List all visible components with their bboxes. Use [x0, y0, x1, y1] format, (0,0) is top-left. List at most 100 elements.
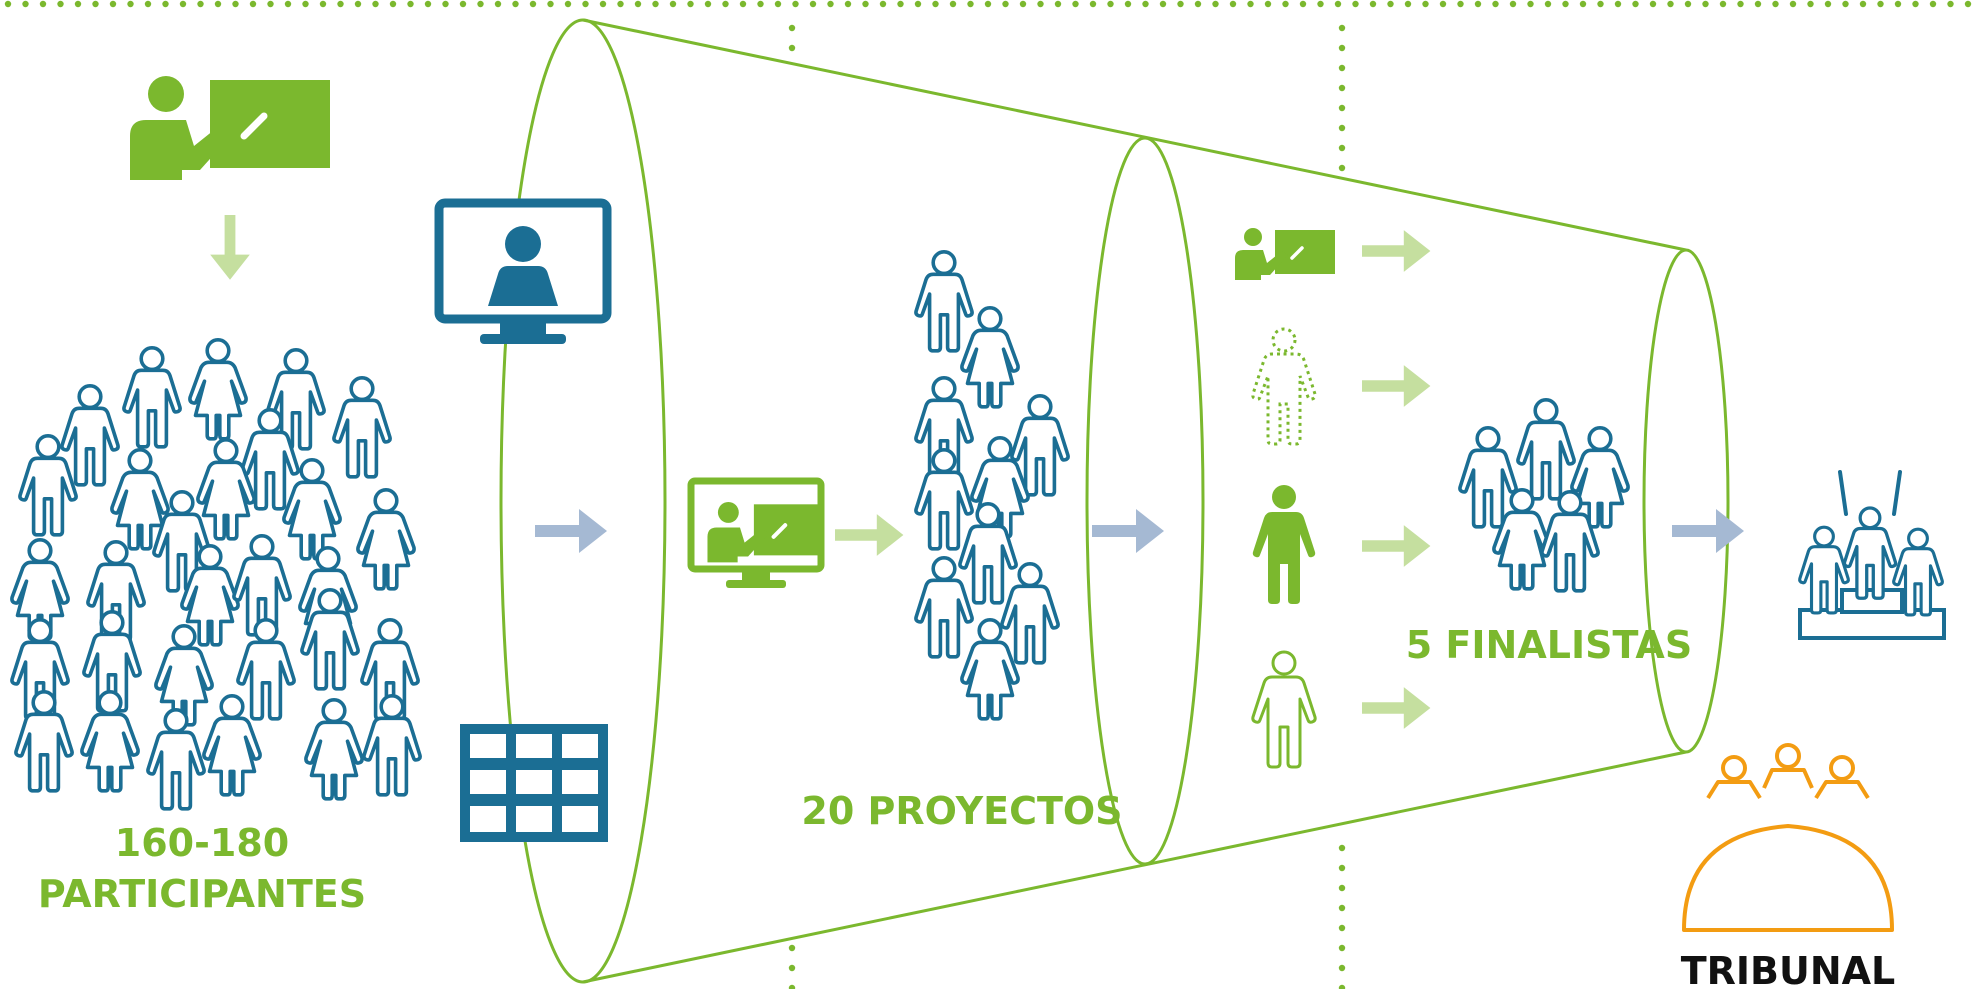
tribunal-jury-icon	[1682, 743, 1894, 932]
separator-dot	[1597, 0, 1604, 8]
separator-dot	[1492, 0, 1499, 8]
participant-icon	[356, 487, 416, 591]
separator-dot	[1859, 0, 1867, 8]
separator-dot	[1282, 0, 1289, 8]
separator-dot	[788, 24, 796, 32]
separator-dot	[1404, 0, 1412, 8]
project-team-icon	[914, 250, 974, 353]
separator-dot	[1338, 884, 1346, 892]
separator-dot	[827, 0, 834, 8]
separator-dot	[319, 0, 327, 8]
separator-dot	[1338, 24, 1346, 32]
separator-dot	[1649, 0, 1657, 8]
separator-dot	[984, 0, 992, 8]
separator-dot	[1632, 0, 1639, 8]
separator-dot	[1338, 164, 1346, 172]
teacher-at-board-icon	[130, 76, 330, 180]
separator-dot	[1338, 944, 1346, 952]
separator-dot	[1719, 0, 1727, 8]
separator-dot	[788, 44, 796, 52]
participants-crowd	[10, 337, 422, 811]
down-arrow-icon	[210, 215, 250, 280]
separator-dot	[1299, 0, 1307, 8]
separator-dot	[1877, 0, 1884, 8]
arrow-light-icon	[1362, 365, 1431, 407]
separator-dot	[1579, 0, 1587, 8]
funnel	[499, 18, 1730, 984]
separator-dot	[144, 0, 152, 8]
mentor-dotted-person-icon	[1251, 327, 1317, 446]
separator-dot	[337, 0, 344, 8]
separator-dot	[4, 0, 12, 8]
separator-dot	[1422, 0, 1429, 8]
separator-dot	[1002, 0, 1009, 8]
separator-dot	[494, 0, 502, 8]
separator-dot	[1089, 0, 1097, 8]
separator-dot	[1334, 0, 1342, 8]
separator-dot	[897, 0, 904, 8]
separator-dot	[197, 0, 204, 8]
separator-dot	[1754, 0, 1762, 8]
separator-dot	[1212, 0, 1219, 8]
separator-dot	[1338, 984, 1346, 989]
mentor-head	[1271, 327, 1297, 353]
separator-dot	[1544, 0, 1552, 8]
separator-dot	[634, 0, 642, 8]
participants-label: PARTICIPANTES	[38, 872, 366, 916]
separator-dot	[1037, 0, 1044, 8]
separator-dot	[788, 944, 796, 952]
separator-dot	[1107, 0, 1114, 8]
separator-dot	[529, 0, 537, 8]
project-team-icon	[914, 447, 974, 551]
online-class-monitor-icon	[687, 477, 823, 588]
separator-dot	[1338, 44, 1346, 52]
separator-dot	[267, 0, 274, 8]
funnel-top-edge	[582, 18, 1687, 252]
project-team-icon	[960, 305, 1020, 409]
separator-dot	[792, 0, 799, 8]
separator-dot	[1338, 904, 1346, 912]
separator-dot	[739, 0, 747, 8]
separator-dot	[1159, 0, 1167, 8]
finalists-label: 5 FINALISTAS	[1406, 623, 1692, 667]
separator-dot	[162, 0, 169, 8]
separator-dot	[389, 0, 397, 8]
separator-dot	[1177, 0, 1184, 8]
separator-dot	[687, 0, 694, 8]
finalist-icon	[1516, 397, 1576, 501]
separator-dot	[788, 984, 796, 989]
project-team-icon	[960, 617, 1020, 721]
project-team-icon	[1000, 561, 1060, 665]
separator-dot	[74, 0, 82, 8]
separator-dot	[512, 0, 519, 8]
mentor-body	[1251, 352, 1317, 446]
finalists-group	[1458, 397, 1630, 593]
separator-dot	[302, 0, 309, 8]
participant-icon	[60, 383, 120, 487]
separator-dot	[459, 0, 467, 8]
separator-dot	[39, 0, 47, 8]
separator-dot	[1824, 0, 1832, 8]
outline-person-icon	[1251, 650, 1317, 769]
separator-dot	[1229, 0, 1237, 8]
separator-dot	[564, 0, 572, 8]
separator-dot	[232, 0, 239, 8]
separator-dot	[1338, 64, 1346, 72]
separator-dot	[1338, 144, 1346, 152]
separator-dot	[1929, 0, 1937, 8]
separator-dot	[1702, 0, 1709, 8]
separator-dot	[879, 0, 887, 8]
projects-group	[914, 250, 1070, 721]
separator-dot	[757, 0, 764, 8]
separator-dot	[652, 0, 659, 8]
separator-dot	[1772, 0, 1779, 8]
separator-dot	[547, 0, 554, 8]
arrow-light-icon	[835, 514, 904, 556]
separator-dot	[1054, 0, 1062, 8]
separator-dot	[1387, 0, 1394, 8]
separator-dot	[862, 0, 869, 8]
arrow-mid-icon	[1092, 509, 1164, 553]
separator-dot	[424, 0, 432, 8]
funnel-bottom-edge	[582, 750, 1687, 984]
